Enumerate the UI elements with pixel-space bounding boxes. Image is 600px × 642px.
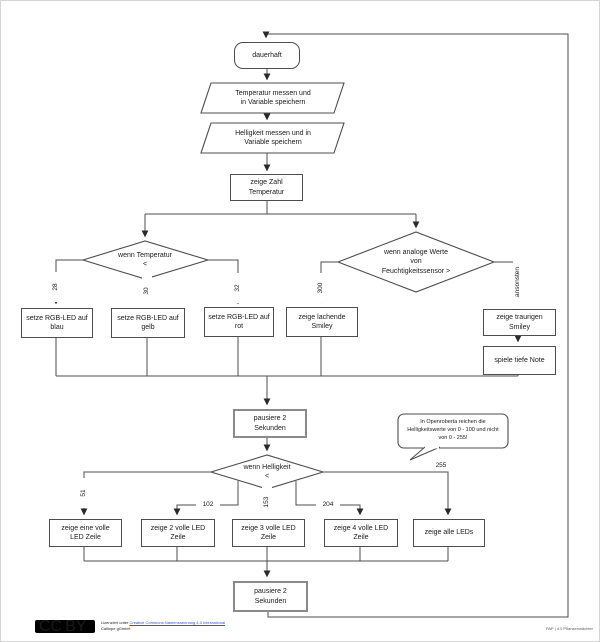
cc-icon: CC xyxy=(39,617,63,635)
node-low-note: spiele tiefe Note xyxy=(483,346,556,375)
node-led-blue: setze RGB-LED auf blau xyxy=(21,308,93,338)
license-prefix: Lizenziert unter xyxy=(101,620,130,625)
node-led-row-1: zeige eine volle LED Zeile xyxy=(49,519,122,547)
edge-label-255: 255 xyxy=(429,461,453,470)
note-openroberta: In Openroberta reichen die Helligkeitswe… xyxy=(407,419,499,441)
node-decision-moisture: wenn analoge Werte von Feuchtigkeitssens… xyxy=(381,249,451,275)
footer-app-info: PAP | 4.0 Pflanzenwächter xyxy=(545,626,593,631)
node-smiley-happy: zeige lachende Smiley xyxy=(286,307,358,337)
cc-by-icon: BY xyxy=(65,617,87,635)
edge-label-204: 204 xyxy=(316,500,340,509)
decision-moisture-shape xyxy=(336,231,496,293)
node-led-row-2: zeige 2 volle LED Zeile xyxy=(141,519,215,547)
decision-temperature-shape xyxy=(81,240,210,280)
node-led-row-4: zeige 4 volle LED Zeile xyxy=(324,519,398,547)
edge-label-102: 102 xyxy=(196,500,220,509)
license-link[interactable]: Creative Commons Namensnennung 4.0 Inter… xyxy=(129,620,226,625)
node-start: dauerhaft xyxy=(234,42,300,69)
node-led-red: setze RGB-LED auf rot xyxy=(204,307,274,337)
node-io-brightness: Helligkeit messen und in Variable speich… xyxy=(235,129,311,146)
node-led-yellow: setze RGB-LED auf gelb xyxy=(111,308,185,338)
edge-label-28: 28 xyxy=(51,272,61,302)
node-decision-brightness: wenn Helligkeit < xyxy=(243,463,291,480)
edge-label-ansonsten: ansonsten xyxy=(513,259,523,305)
node-decision-temperature: wenn Temperatur < xyxy=(118,251,172,268)
edge-label-153: 153 xyxy=(262,487,272,517)
edge-label-300: 300 xyxy=(316,273,326,303)
cc-license-badge-icon[interactable]: CC BY xyxy=(35,617,95,635)
note-bubble-shape xyxy=(397,413,509,449)
node-pause-2: pausiere 2 Sekunden xyxy=(233,581,308,612)
node-smiley-sad: zeige traurigen Smiley xyxy=(483,309,556,336)
edge-label-51: 51 xyxy=(79,478,89,508)
node-pause-1: pausiere 2 Sekunden xyxy=(233,409,307,438)
node-led-row-3: zeige 3 volle LED Zeile xyxy=(232,519,305,547)
license-line2: Calliope gGmbH xyxy=(101,626,131,632)
io-brightness-shape xyxy=(200,122,345,154)
decision-brightness-shape xyxy=(209,454,325,490)
edge-label-32: 32 xyxy=(233,273,243,303)
node-show-temperature: zeige Zahl Temperatur xyxy=(230,174,303,201)
license-text: Lizenziert unter Creative Commons Namens… xyxy=(101,620,225,633)
edge-label-30: 30 xyxy=(142,276,152,306)
node-io-temperature: Temperatur messen und in Variable speich… xyxy=(235,89,311,106)
io-temperature-shape xyxy=(200,82,345,114)
node-led-row-5: zeige alle LEDs xyxy=(413,519,485,547)
